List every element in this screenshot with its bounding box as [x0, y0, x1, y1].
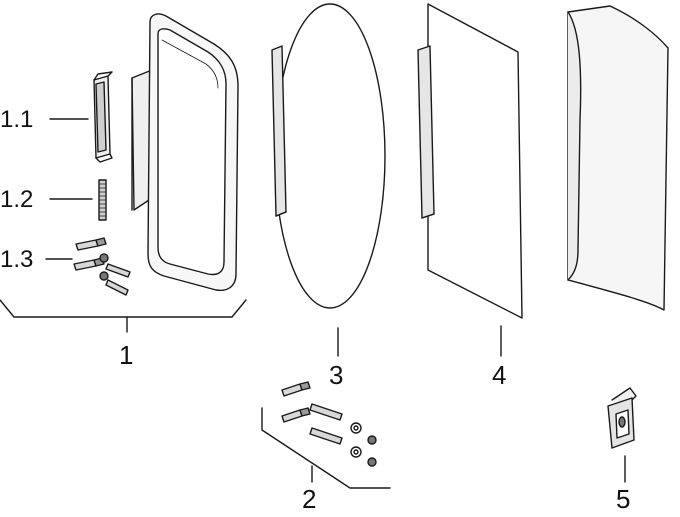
hanger-plate: [607, 387, 637, 449]
screw-plug-set: [73, 237, 131, 296]
label-part-2: 2: [302, 484, 317, 514]
label-part-4: 4: [492, 360, 507, 390]
group-bracket-part-2: [261, 407, 391, 489]
cabinet-frame: [131, 13, 239, 292]
label-part-1: 1: [119, 340, 134, 370]
label-part-3: 3: [329, 360, 344, 390]
threaded-rod: [98, 179, 107, 221]
cover-panel: [567, 5, 669, 311]
oval-mirror: [271, 3, 386, 309]
group-bracket-part-1: [0, 299, 247, 318]
label-part-5: 5: [616, 484, 631, 514]
label-1-1: 1.1: [0, 106, 34, 133]
fixing-set: [281, 381, 377, 467]
bracket-part: [93, 71, 113, 163]
label-1-3: 1.3: [0, 246, 34, 273]
label-1-2: 1.2: [0, 186, 34, 213]
rectangular-mirror: [417, 3, 523, 319]
